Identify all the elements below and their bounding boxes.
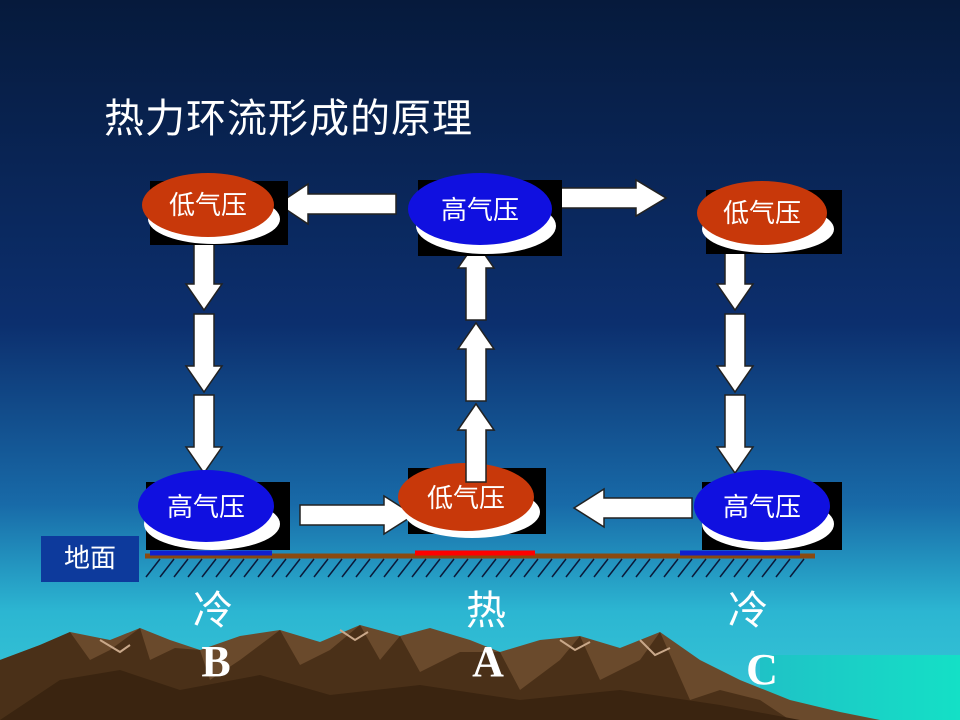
ground-hatch xyxy=(537,558,553,578)
diagram-title: 热力环流形成的原理 xyxy=(104,96,473,142)
ground-hatch xyxy=(761,558,777,578)
ground-hatch xyxy=(677,558,693,578)
ground-hatch xyxy=(747,558,763,578)
ground-hatch xyxy=(313,558,329,578)
ground-hatch xyxy=(369,558,385,578)
ground-hatch xyxy=(397,558,413,578)
pressure-node-bottom-left: 高气压 xyxy=(138,470,290,550)
ground-hatch xyxy=(215,558,231,578)
ground-hatch xyxy=(159,558,175,578)
ground-hatch xyxy=(467,558,483,578)
ground-hatch xyxy=(383,558,399,578)
pressure-node-top-left: 低气压 xyxy=(142,173,288,245)
temperature-center: 热 xyxy=(466,588,506,634)
point-label-a: A xyxy=(472,637,504,686)
ground-hatch xyxy=(187,558,203,578)
ground-hatch xyxy=(229,558,245,578)
ground-hatch xyxy=(789,558,805,578)
ground-hatch xyxy=(635,558,651,578)
arrow-down-left xyxy=(185,231,223,474)
ground-hatch xyxy=(607,558,623,578)
ground-hatch xyxy=(173,558,189,578)
ground-hatch xyxy=(425,558,441,578)
ground-hatch xyxy=(691,558,707,578)
ground xyxy=(145,550,815,578)
pressure-label: 低气压 xyxy=(169,191,247,221)
arrow-bottom-right xyxy=(572,487,693,529)
ground-hatch xyxy=(257,558,273,578)
ground-hatch xyxy=(145,558,161,578)
arrow-bottom-left xyxy=(299,494,416,536)
ground-hatch xyxy=(565,558,581,578)
arrow-top-right xyxy=(547,178,668,218)
pressure-label: 低气压 xyxy=(427,484,505,514)
ground-hatch xyxy=(481,558,497,578)
ground-label: 地面 xyxy=(41,536,139,582)
ground-hatch xyxy=(775,558,791,578)
ground-hatch xyxy=(341,558,357,578)
ground-hatch xyxy=(243,558,259,578)
pressure-node-top-right: 低气压 xyxy=(697,181,842,254)
ground-hatch xyxy=(663,558,679,578)
ground-hatch xyxy=(355,558,371,578)
mountains xyxy=(0,625,880,720)
ground-hatch xyxy=(593,558,609,578)
temperature-right: 冷 xyxy=(728,588,768,634)
pressure-label: 低气压 xyxy=(723,199,801,229)
ground-hatch xyxy=(453,558,469,578)
ground-hatch xyxy=(649,558,665,578)
arrow-down-right xyxy=(716,231,754,474)
ground-hatch xyxy=(621,558,637,578)
ground-hatch xyxy=(509,558,525,578)
pressure-node-bottom-center: 低气压 xyxy=(398,463,546,538)
pressure-label: 高气压 xyxy=(441,196,519,226)
ground-hatch xyxy=(579,558,595,578)
temperature-left: 冷 xyxy=(193,588,233,634)
ground-hatch xyxy=(201,558,217,578)
ground-hatch xyxy=(327,558,343,578)
arrow-top-left xyxy=(276,182,397,226)
ground-hatch xyxy=(733,558,749,578)
ground-hatch xyxy=(285,558,301,578)
ground-hatch xyxy=(495,558,511,578)
ground-hatch xyxy=(551,558,567,578)
ground-hatch xyxy=(411,558,427,578)
pressure-label: 高气压 xyxy=(167,493,245,523)
pressure-label: 高气压 xyxy=(723,493,801,523)
point-label-c: C xyxy=(746,645,778,694)
ground-hatch xyxy=(523,558,539,578)
ground-hatch xyxy=(705,558,721,578)
ground-hatch xyxy=(299,558,315,578)
ground-hatch xyxy=(271,558,287,578)
pressure-node-top-center: 高气压 xyxy=(408,173,562,256)
pressure-node-bottom-right: 高气压 xyxy=(694,470,842,550)
ground-hatch xyxy=(719,558,735,578)
point-label-b: B xyxy=(201,637,231,686)
ground-hatch xyxy=(439,558,455,578)
